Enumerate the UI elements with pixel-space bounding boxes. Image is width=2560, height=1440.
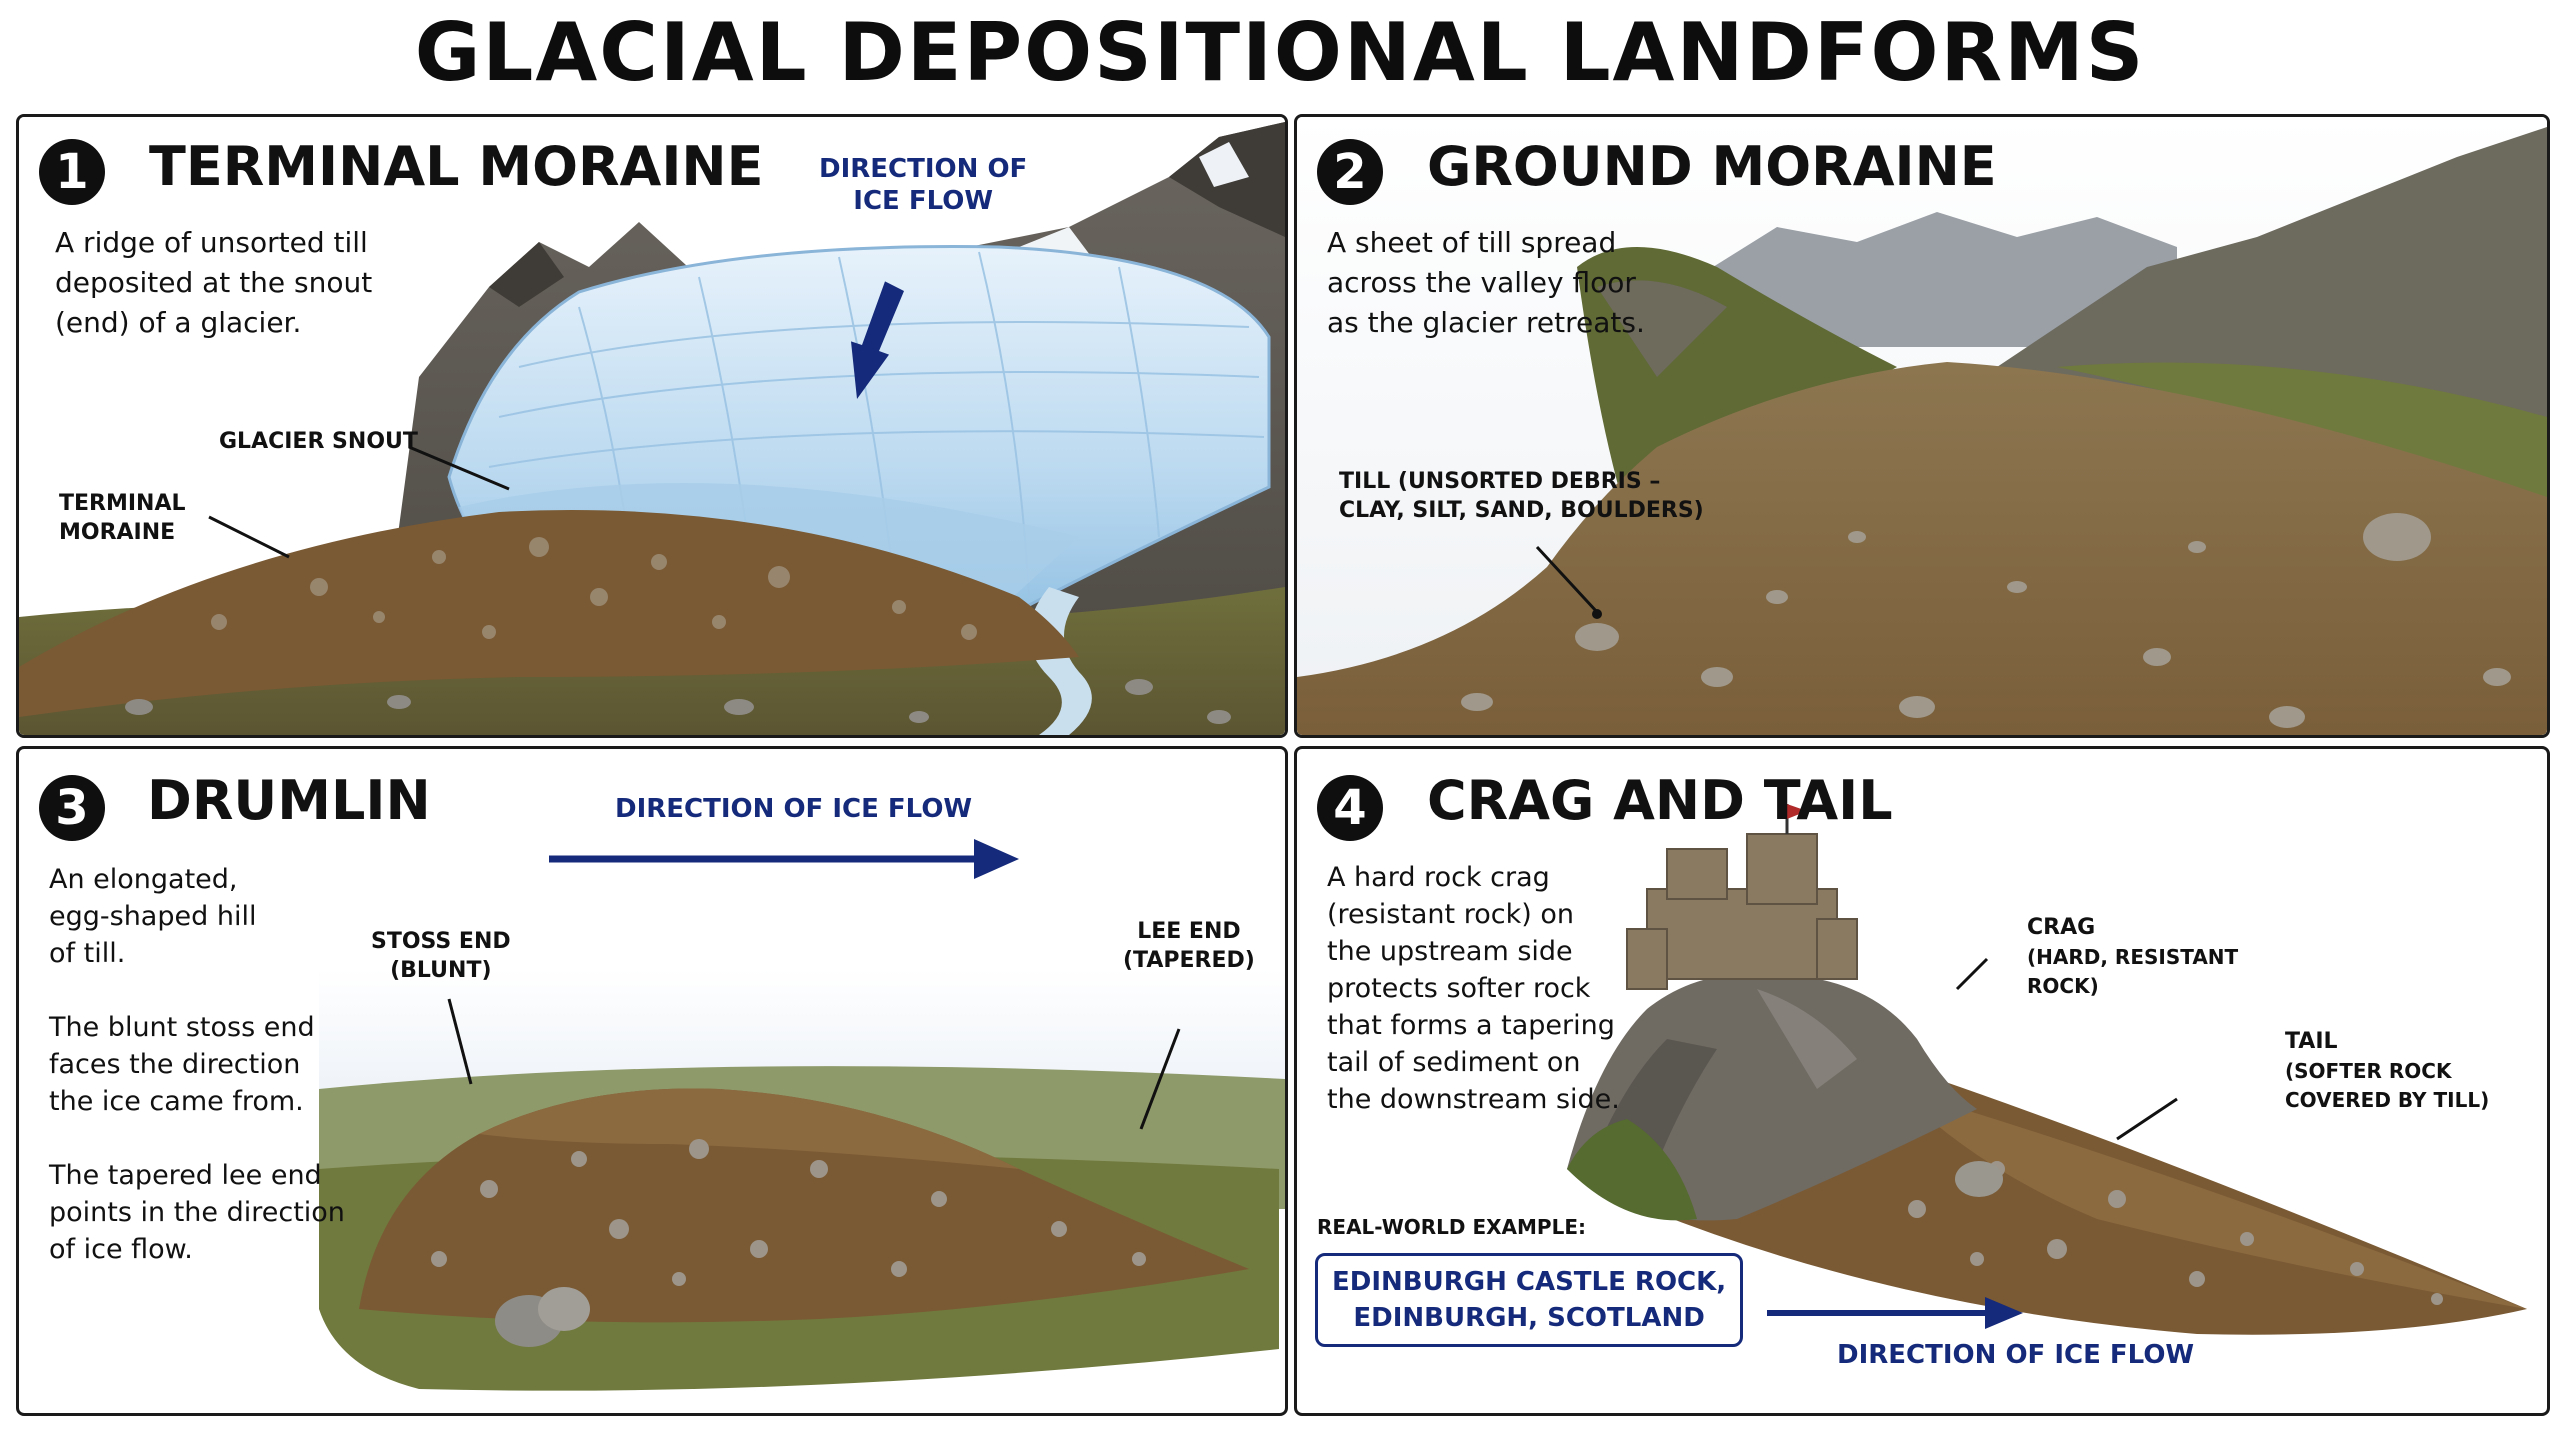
panel-description: A ridge of unsorted till deposited at th… bbox=[55, 226, 373, 339]
panel-number-badge: 4 bbox=[1317, 775, 1383, 841]
glacier-snout-label: GLACIER SNOUT bbox=[219, 429, 418, 454]
ice-flow-label: DIRECTION OF ICE FLOW bbox=[615, 794, 973, 824]
stoss-end-label: STOSS END (BLUNT) bbox=[371, 929, 511, 983]
panel-title: CRAG AND TAIL bbox=[1427, 769, 1893, 832]
panel-description: A sheet of till spread across the valley… bbox=[1327, 226, 1645, 339]
crag-label: CRAG bbox=[2027, 915, 2096, 940]
terminal-moraine-label: TERMINAL MORAINE bbox=[59, 491, 186, 545]
panel-description: A hard rock crag (resistant rock) on the… bbox=[1327, 862, 1620, 1115]
crag-and-tail-illustration bbox=[1567, 804, 2527, 1335]
panel-title: TERMINAL MORAINE bbox=[149, 135, 764, 198]
tail-detail-label: (SOFTER ROCK COVERED BY TILL) bbox=[2285, 1059, 2490, 1112]
terminal-moraine-illustration bbox=[19, 117, 1285, 735]
castle bbox=[1626, 833, 1858, 990]
panel-crag-and-tail: 4 CRAG AND TAIL A hard rock crag (resist… bbox=[1294, 746, 2550, 1416]
crag-detail-label: (HARD, RESISTANT ROCK) bbox=[2027, 945, 2239, 998]
ice-flow-arrow bbox=[1985, 1297, 2023, 1329]
main-title: GLACIAL DEPOSITIONAL LANDFORMS bbox=[414, 6, 2146, 99]
ice-flow-arrow bbox=[851, 281, 904, 399]
till-label: TILL (UNSORTED DEBRIS – CLAY, SILT, SAND… bbox=[1339, 469, 1704, 523]
terminal-moraine-ridge bbox=[19, 510, 1079, 717]
panel-number-badge: 2 bbox=[1317, 139, 1383, 205]
panel-description: An elongated, egg-shaped hill of till. T… bbox=[49, 864, 345, 1265]
real-world-example-heading: REAL-WORLD EXAMPLE: bbox=[1317, 1215, 1586, 1239]
drumlin-illustration bbox=[319, 839, 1285, 1391]
lee-end-label: LEE END (TAPERED) bbox=[1123, 919, 1255, 973]
panel-ground-moraine: 2 GROUND MORAINE A sheet of till spread … bbox=[1294, 114, 2550, 738]
panel-number-badge: 1 bbox=[39, 139, 105, 205]
tail-label: TAIL bbox=[2285, 1029, 2338, 1054]
panel-title: GROUND MORAINE bbox=[1427, 135, 1997, 198]
drumlin-hill bbox=[359, 1088, 1249, 1323]
rock-crag bbox=[1567, 973, 1977, 1221]
panel-drumlin: 3 DRUMLIN An elongated, egg-shaped hill … bbox=[16, 746, 1288, 1416]
boulder bbox=[1955, 1161, 2003, 1197]
panel-terminal-moraine: 1 TERMINAL MORAINE A ridge of unsorted t… bbox=[16, 114, 1288, 738]
real-world-example-box: EDINBURGH CASTLE ROCK, EDINBURGH, SCOTLA… bbox=[1315, 1253, 1744, 1347]
ice-flow-label: DIRECTION OF ICE FLOW bbox=[819, 154, 1028, 216]
panel-title: DRUMLIN bbox=[147, 769, 431, 832]
ice-flow-label: DIRECTION OF ICE FLOW bbox=[1837, 1340, 2195, 1370]
ground-moraine-illustration bbox=[1297, 117, 2547, 735]
ice-flow-arrow bbox=[974, 839, 1019, 879]
panel-number-badge: 3 bbox=[39, 775, 105, 841]
boulder bbox=[538, 1287, 590, 1331]
